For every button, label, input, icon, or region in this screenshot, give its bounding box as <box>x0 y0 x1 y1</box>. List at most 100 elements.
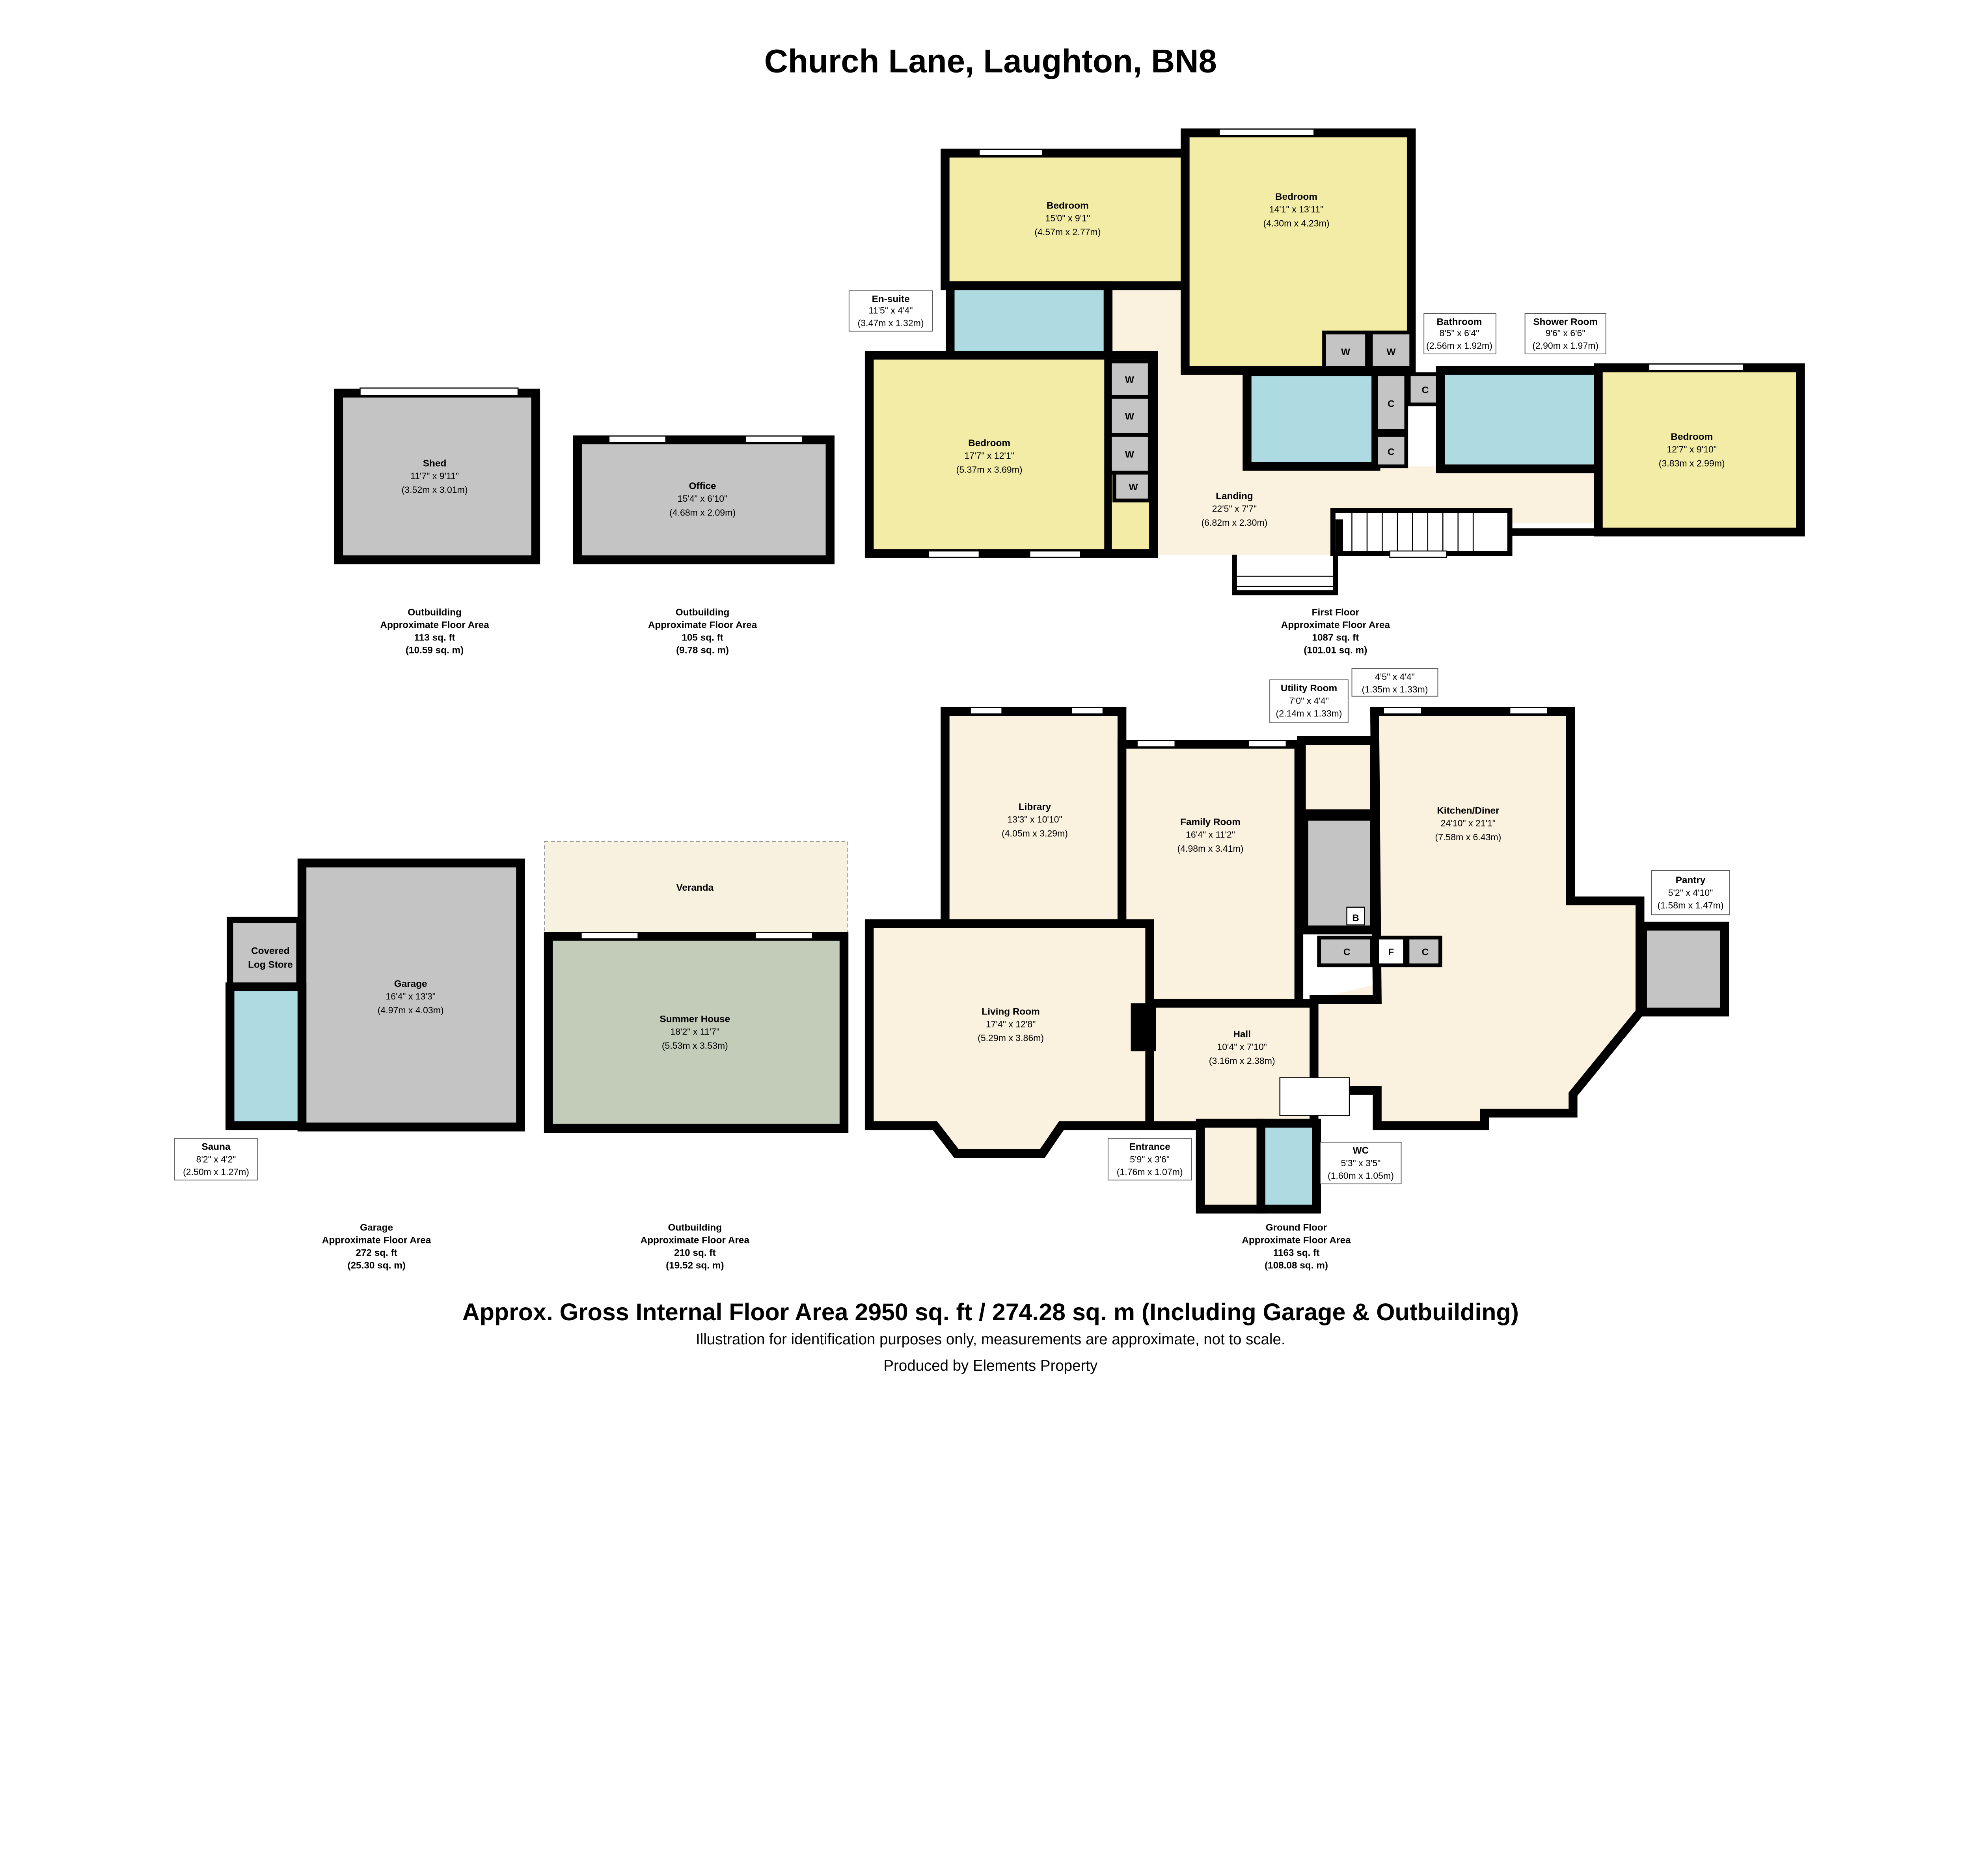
svg-text:11'5" x 4'4": 11'5" x 4'4" <box>869 305 913 315</box>
svg-text:5'9" x 3'6": 5'9" x 3'6" <box>1130 1154 1170 1164</box>
svg-text:Approximate Floor Area: Approximate Floor Area <box>641 1235 750 1245</box>
svg-text:Outbuilding: Outbuilding <box>408 607 462 618</box>
svg-text:(101.01 sq. m): (101.01 sq. m) <box>1304 645 1367 656</box>
svg-text:WC: WC <box>1353 1145 1369 1156</box>
library <box>941 707 1127 928</box>
svg-text:15'4" x 6'10": 15'4" x 6'10" <box>678 493 727 504</box>
svg-text:Outbuilding: Outbuilding <box>676 607 730 618</box>
svg-text:En-suite: En-suite <box>872 294 910 305</box>
svg-text:Family Room: Family Room <box>1180 817 1241 828</box>
page-title: Church Lane, Laughton, BN8 <box>764 43 1217 79</box>
svg-text:(1.58m x 1.47m): (1.58m x 1.47m) <box>1658 900 1724 910</box>
svg-text:Approximate Floor Area: Approximate Floor Area <box>1281 620 1390 631</box>
svg-text:13'3" x 10'10": 13'3" x 10'10" <box>1007 814 1062 824</box>
svg-text:Approximate Floor Area: Approximate Floor Area <box>380 620 489 631</box>
cupboard-label: C <box>1422 947 1429 958</box>
svg-text:Garage: Garage <box>394 979 427 989</box>
living-room <box>864 919 1154 1158</box>
svg-text:15'0" x 9'1": 15'0" x 9'1" <box>1045 213 1090 223</box>
svg-text:5'3" x 3'5": 5'3" x 3'5" <box>1341 1158 1381 1168</box>
svg-text:17'4" x 12'8": 17'4" x 12'8" <box>986 1019 1036 1029</box>
svg-text:(3.47m x 1.32m): (3.47m x 1.32m) <box>858 318 924 328</box>
svg-text:22'5" x 7'7": 22'5" x 7'7" <box>1212 504 1257 514</box>
svg-text:10'4" x 7'10": 10'4" x 7'10" <box>1217 1042 1267 1052</box>
svg-text:(108.08 sq. m): (108.08 sq. m) <box>1265 1260 1328 1271</box>
svg-text:Summer House: Summer House <box>660 1014 730 1025</box>
svg-text:8'2" x 4'2": 8'2" x 4'2" <box>196 1154 236 1164</box>
room-label-living-room: Living Room 17'4" x 12'8" (5.29m x 3.86m) <box>978 1006 1044 1043</box>
svg-text:11'7" x 9'11": 11'7" x 9'11" <box>410 471 459 481</box>
svg-text:Entrance: Entrance <box>1129 1141 1170 1152</box>
wardrobe-label: W <box>1125 449 1134 460</box>
svg-text:9'6" x 6'6": 9'6" x 6'6" <box>1546 328 1585 338</box>
svg-text:Landing: Landing <box>1216 491 1253 502</box>
svg-text:(2.14m x 1.33m): (2.14m x 1.33m) <box>1276 708 1342 718</box>
svg-text:113 sq. ft: 113 sq. ft <box>414 633 455 643</box>
disclaimer: Illustration for identification purposes… <box>696 1331 1285 1348</box>
svg-text:Hall: Hall <box>1233 1029 1251 1040</box>
svg-text:1087 sq. ft: 1087 sq. ft <box>1312 633 1359 643</box>
svg-text:(2.50m x 1.27m): (2.50m x 1.27m) <box>183 1167 249 1177</box>
svg-text:Veranda: Veranda <box>676 882 714 893</box>
fridge-label: F <box>1388 947 1394 958</box>
svg-text:(6.82m x 2.30m): (6.82m x 2.30m) <box>1201 517 1267 528</box>
veranda <box>544 841 848 934</box>
svg-text:Office: Office <box>689 481 716 491</box>
svg-text:(4.98m x 3.41m): (4.98m x 3.41m) <box>1177 843 1244 854</box>
svg-text:Bedroom: Bedroom <box>968 438 1010 449</box>
svg-text:Utility Room: Utility Room <box>1281 683 1337 694</box>
shed <box>334 389 540 564</box>
cupboard-label: C <box>1422 385 1429 395</box>
bedroom-4 <box>1594 363 1805 537</box>
svg-text:(7.58m x 6.43m): (7.58m x 6.43m) <box>1435 832 1501 842</box>
entrance <box>1196 1119 1265 1214</box>
svg-text:First Floor: First Floor <box>1312 607 1360 618</box>
svg-text:Log Store: Log Store <box>248 960 293 970</box>
svg-text:16'4" x 13'3": 16'4" x 13'3" <box>386 991 435 1001</box>
total-floor-area: Approx. Gross Internal Floor Area 2950 s… <box>462 1299 1519 1325</box>
ground-floor: B C F C <box>864 707 1729 1214</box>
svg-text:Covered: Covered <box>251 945 289 956</box>
svg-text:(2.90m x 1.97m): (2.90m x 1.97m) <box>1532 341 1598 351</box>
svg-text:(5.37m x 3.69m): (5.37m x 3.69m) <box>956 464 1023 475</box>
bathroom <box>1243 367 1380 471</box>
svg-text:Bedroom: Bedroom <box>1047 200 1089 211</box>
credit: Produced by Elements Property <box>883 1357 1098 1374</box>
callout-lobby: 4'5" x 4'4"(1.35m x 1.33m) <box>1351 668 1438 697</box>
cupboard-label: C <box>1343 947 1351 958</box>
svg-text:(5.29m x 3.86m): (5.29m x 3.86m) <box>978 1033 1044 1043</box>
svg-text:(4.05m x 3.29m): (4.05m x 3.29m) <box>1002 828 1068 838</box>
svg-text:(3.52m x 3.01m): (3.52m x 3.01m) <box>402 485 468 495</box>
svg-text:Approximate Floor Area: Approximate Floor Area <box>1242 1235 1351 1245</box>
wardrobe-label: W <box>1341 347 1350 357</box>
svg-text:Pantry: Pantry <box>1676 875 1706 886</box>
svg-text:Garage: Garage <box>360 1222 393 1233</box>
svg-text:Approximate Floor Area: Approximate Floor Area <box>648 620 757 631</box>
svg-text:Sauna: Sauna <box>202 1141 231 1152</box>
svg-text:Living Room: Living Room <box>982 1006 1040 1017</box>
cupboard-label: C <box>1388 447 1395 457</box>
svg-text:(19.52 sq. m): (19.52 sq. m) <box>666 1260 724 1271</box>
svg-text:Approximate Floor Area: Approximate Floor Area <box>322 1235 431 1245</box>
boiler-label: B <box>1352 913 1359 923</box>
wardrobe-label: W <box>1386 347 1395 357</box>
wardrobes: W W W W W W <box>1106 330 1413 502</box>
svg-text:210 sq. ft: 210 sq. ft <box>674 1247 716 1258</box>
svg-text:17'7" x 12'1": 17'7" x 12'1" <box>964 450 1014 461</box>
summer-house <box>544 932 849 1133</box>
garage <box>297 858 525 1132</box>
svg-text:Ground Floor: Ground Floor <box>1266 1222 1327 1233</box>
svg-text:105 sq. ft: 105 sq. ft <box>682 633 723 643</box>
